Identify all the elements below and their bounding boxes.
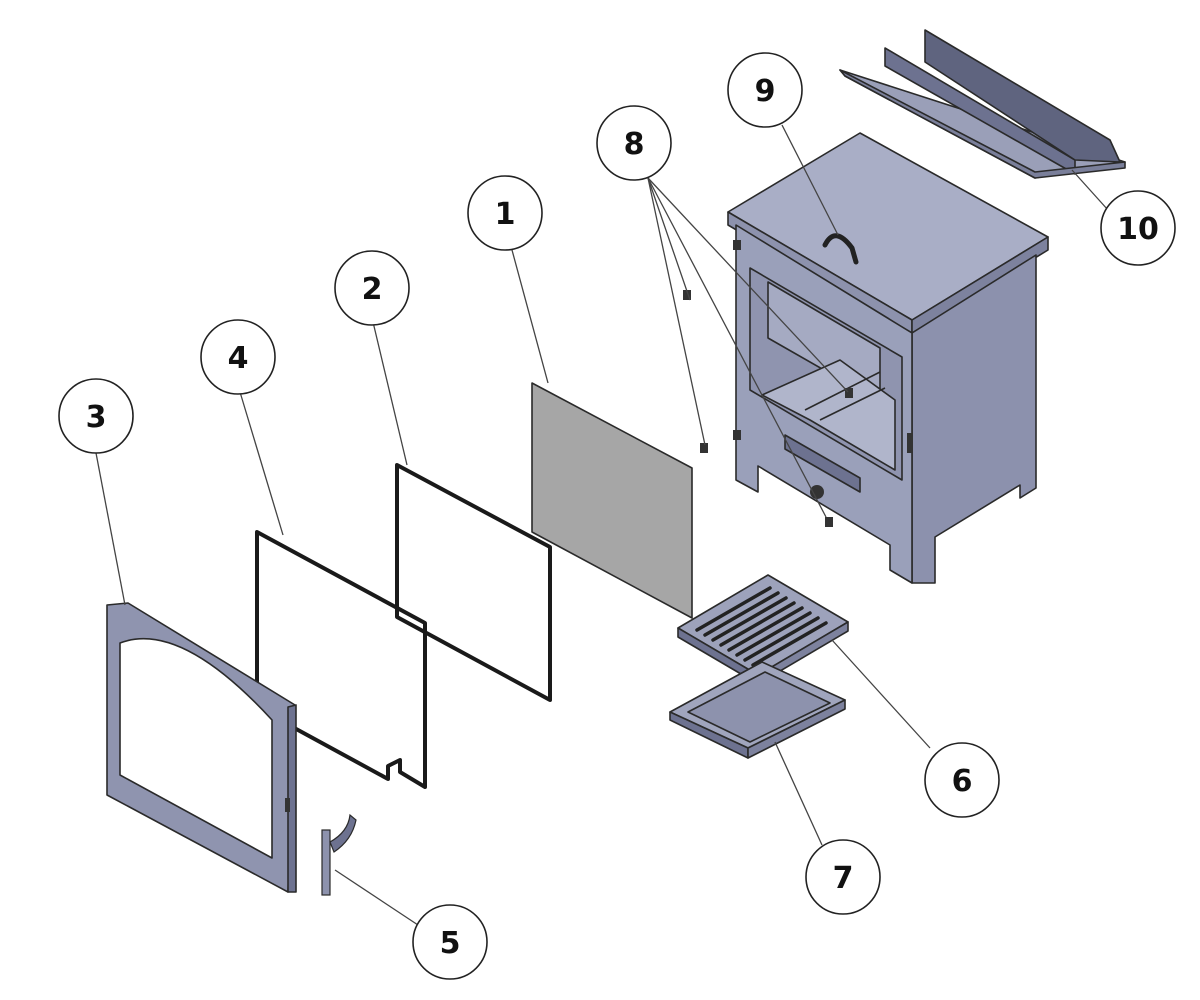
callout-label: 5 [440,926,461,961]
callout-label: 9 [755,74,776,109]
callout-label: 6 [952,764,973,799]
part-door-handle [321,813,357,896]
callout-4: 4 [200,319,276,395]
callout-8: 8 [596,105,672,181]
callout-2: 2 [334,250,410,326]
callout-1: 1 [467,175,543,251]
part-ash-pan [669,661,846,759]
part-door-frame [106,602,297,893]
callout-label: 10 [1117,212,1159,247]
callout-label: 1 [495,197,516,232]
callout-label: 4 [228,341,249,376]
leader-lines [95,124,1109,926]
callout-5: 5 [412,904,488,980]
part-glass-gasket [395,463,552,702]
callout-9: 9 [727,52,803,128]
callout-6: 6 [924,742,1000,818]
callout-label: 3 [86,400,107,435]
callout-label: 2 [362,272,383,307]
callout-10: 10 [1100,190,1176,266]
part-glass-clips [683,290,853,527]
part-stove-body [727,132,1049,584]
part-glass-panel [531,382,693,619]
callout-7: 7 [805,839,881,915]
callout-label: 7 [833,861,854,896]
part-grate [677,574,849,685]
callout-3: 3 [58,378,134,454]
callout-label: 8 [624,127,645,162]
part-baffle-plate [839,29,1126,179]
